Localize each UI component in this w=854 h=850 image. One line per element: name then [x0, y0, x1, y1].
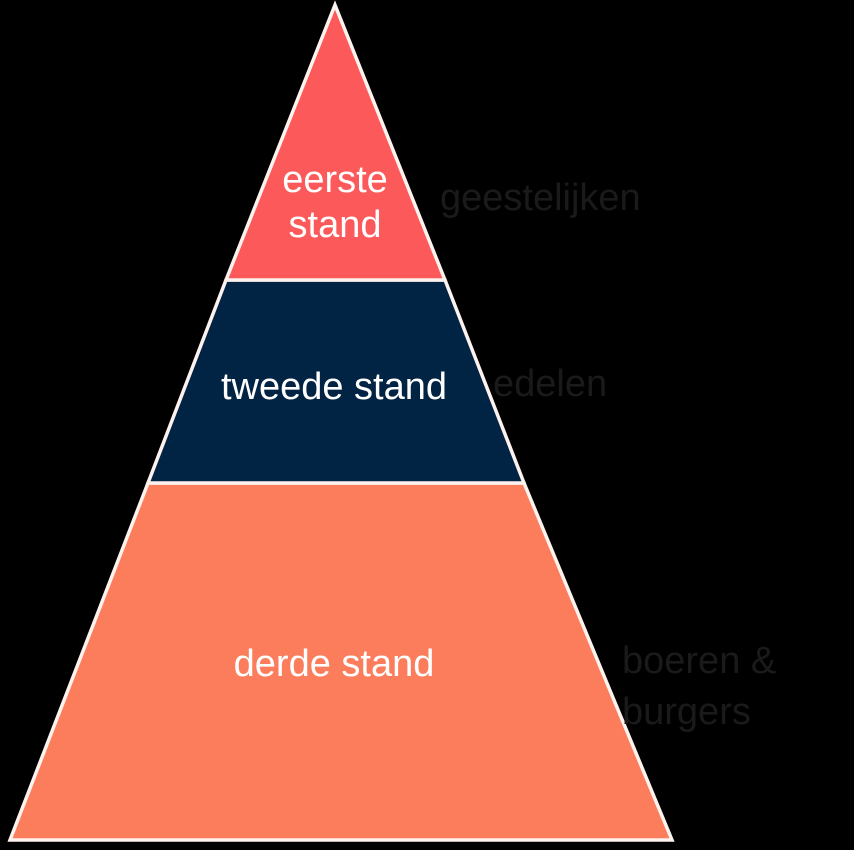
pyramid-tier-1-shape[interactable]: [223, 0, 448, 282]
pyramid-tier-1-label-line2: stand: [289, 204, 382, 246]
pyramid-tier-1-side-label: geestelijken: [440, 177, 641, 219]
pyramid-tier-2-side-label: edelen: [493, 363, 607, 405]
pyramid-tier-2-label: tweede stand: [221, 366, 447, 408]
pyramid-tier-3-label: derde stand: [234, 643, 435, 685]
pyramid-tier-3-side-label-line2: burgers: [622, 691, 751, 733]
pyramid-tier-3-side-label-line1: boeren &: [622, 640, 776, 682]
pyramid-tier-1-label-line1: eerste: [282, 159, 388, 201]
